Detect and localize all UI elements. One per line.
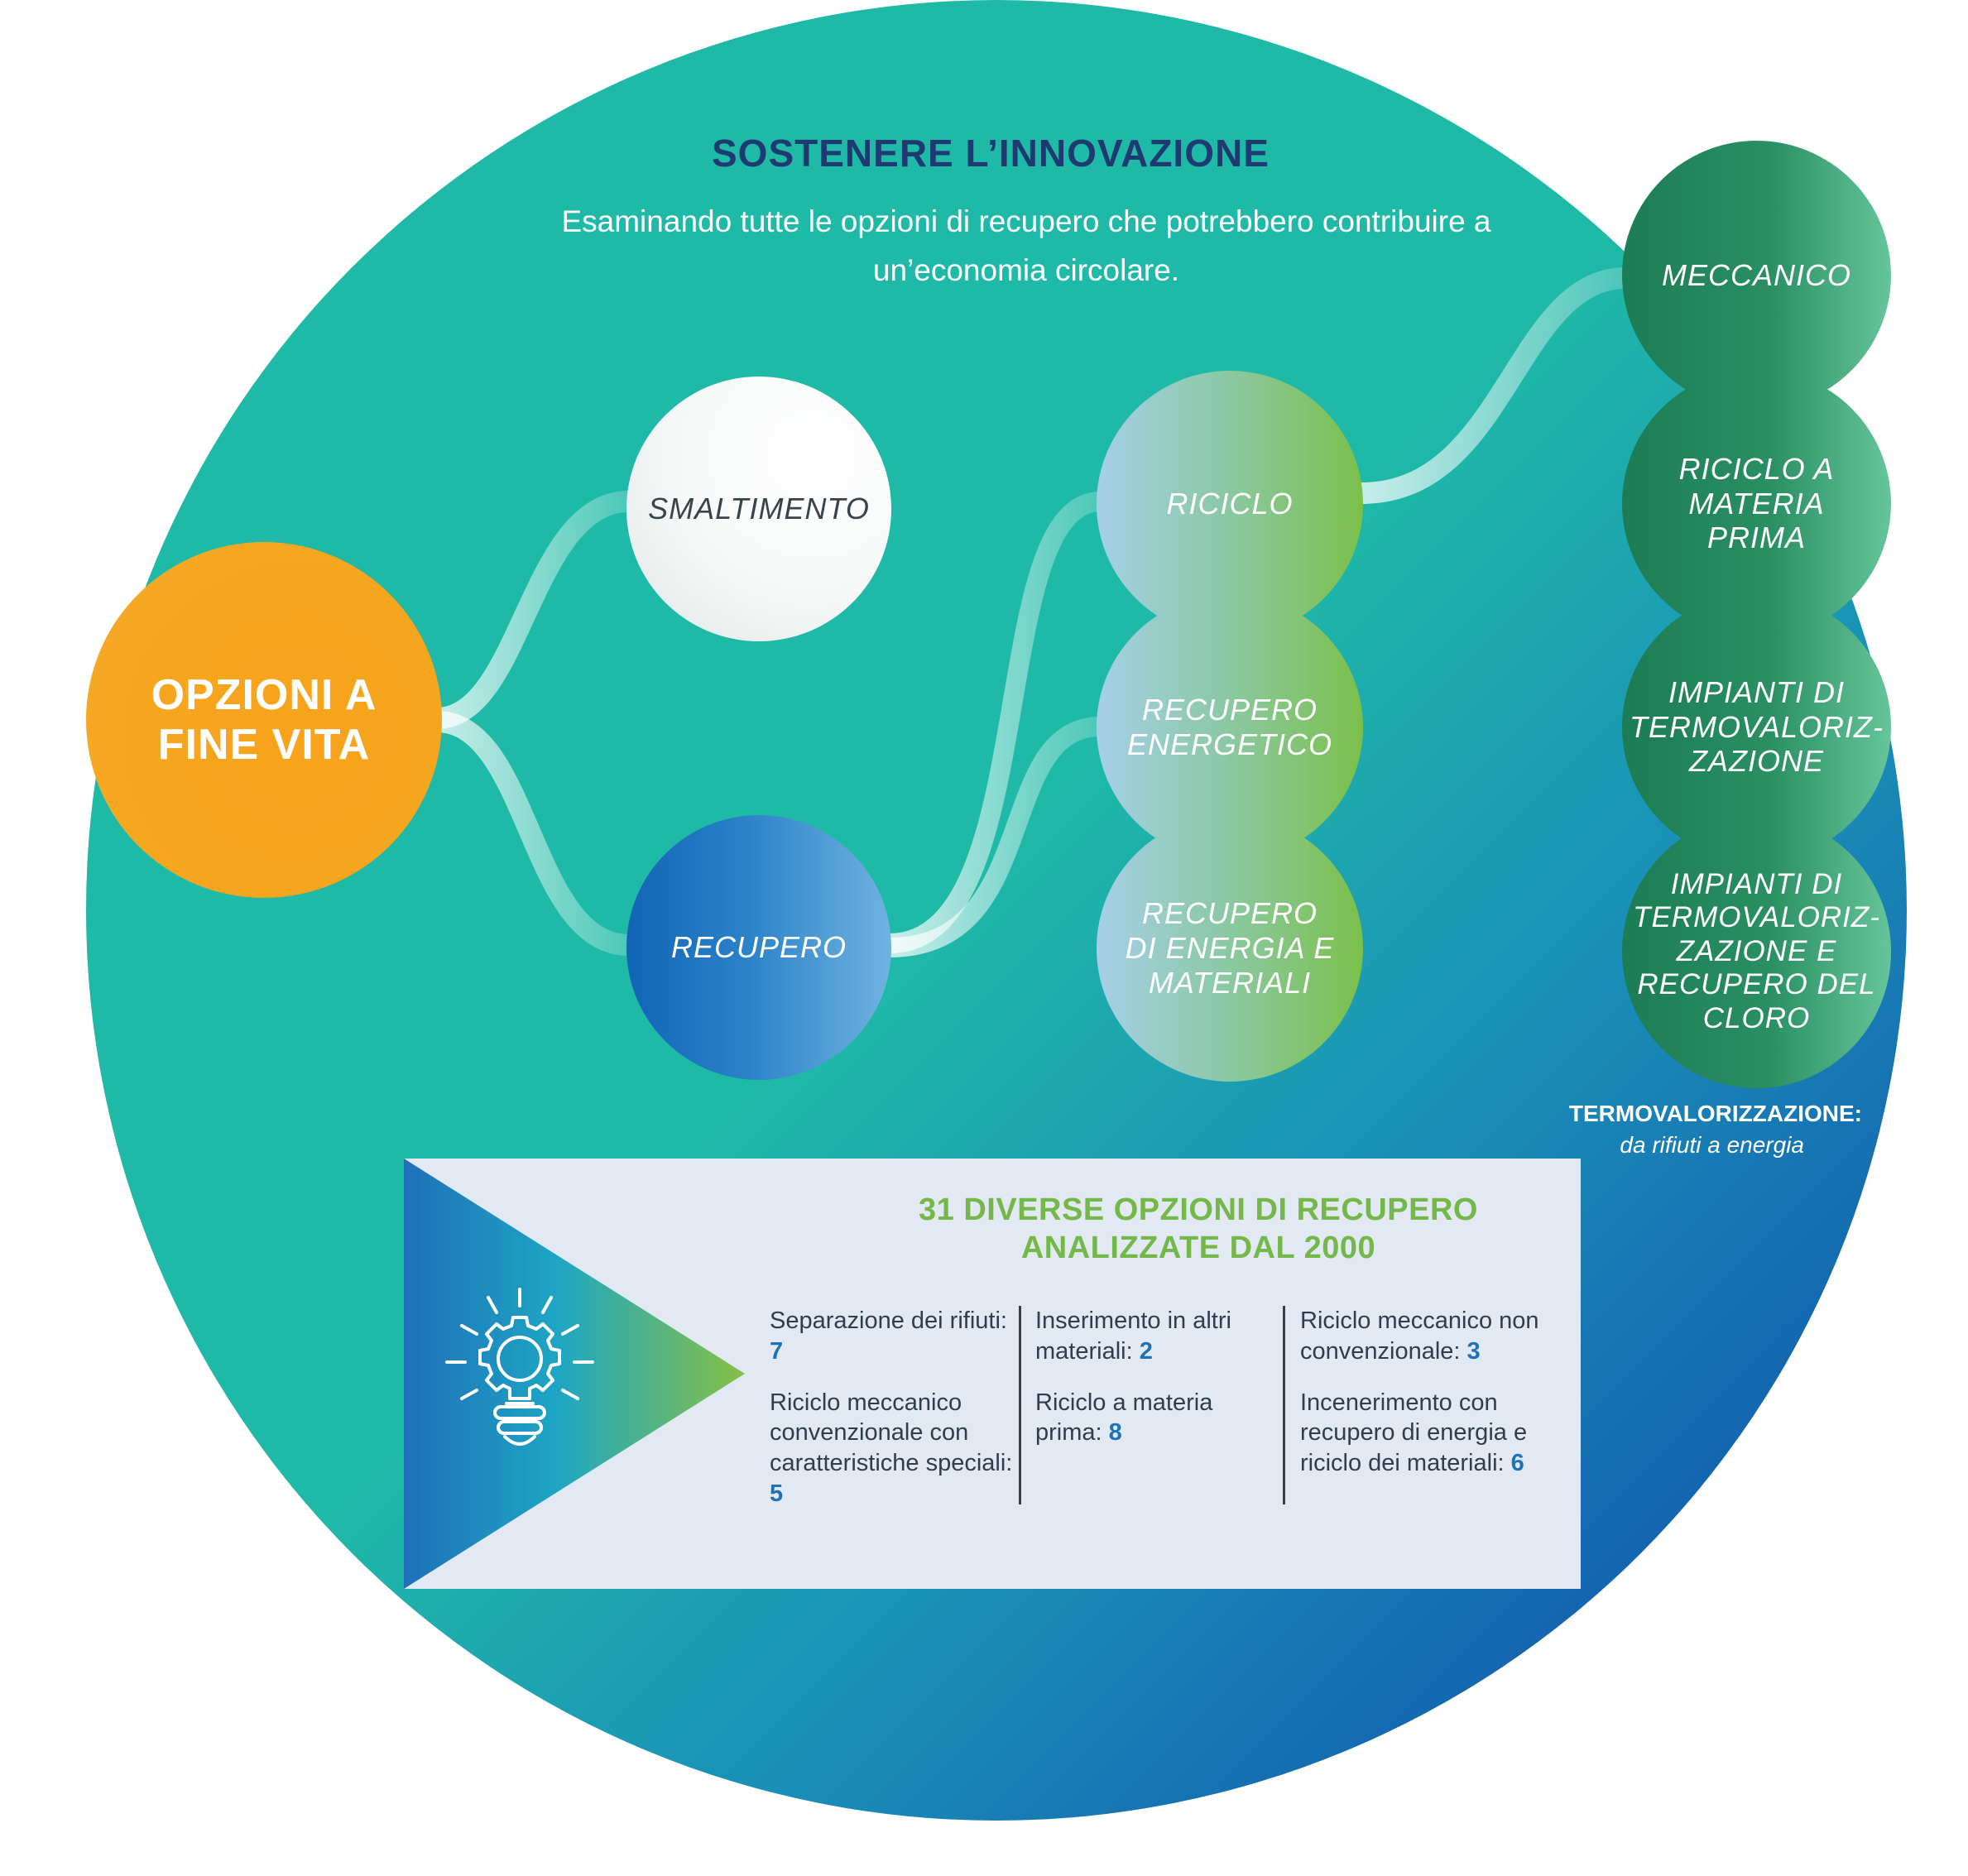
summary-column-1: Separazione dei rifiuti: 7 Riciclo mecca… [770, 1306, 1018, 1530]
node-label: RECUPERO ENERGETICO [1126, 693, 1333, 761]
lightbulb-gear-icon [445, 1288, 594, 1446]
connector-riciclo-meccanico [1351, 267, 1637, 504]
node-riciclo: RICICLO [1097, 371, 1363, 637]
summary-item-label: Riciclo meccanico convenzionale con cara… [770, 1389, 1013, 1477]
summary-item-label: Incenerimento con recupero di energia e … [1300, 1389, 1528, 1477]
node-impianti-termovalorizzazione: IMPIANTI DI TERMOVALORIZ- ZAZIONE [1622, 593, 1891, 861]
summary-title-line1: 31 DIVERSE OPZIONI DI RECUPERO [919, 1192, 1478, 1227]
connector-recupero-energetico [880, 717, 1111, 957]
summary-item-label: Inserimento in altri materiali: [1035, 1307, 1231, 1365]
node-impianti-termovalorizzazione-cloro: IMPIANTI DI TERMOVALORIZ- ZAZIONE E RECU… [1622, 815, 1891, 1088]
node-recupero: RECUPERO [626, 815, 891, 1080]
summary-item: Inserimento in altri materiali: 2 [1035, 1306, 1284, 1367]
node-opzioni-fine-vita: OPZIONI A FINE VITA [86, 542, 442, 898]
termovalorizzazione-title: TERMOVALORIZZAZIONE: [1568, 1101, 1862, 1126]
summary-item-label: Separazione dei rifiuti: [770, 1307, 1007, 1334]
node-label: RICICLO A MATERIA PRIMA [1678, 451, 1835, 555]
node-recupero-energia-materiali: RECUPERO DI ENERGIA E MATERIALI [1097, 815, 1363, 1082]
column-divider [1019, 1306, 1021, 1504]
summary-item-value: 7 [770, 1337, 784, 1365]
summary-item-value: 6 [1510, 1450, 1524, 1477]
summary-column-3: Riciclo meccanico non convenzionale: 3 I… [1300, 1306, 1573, 1499]
column-divider [1283, 1306, 1285, 1504]
summary-item: Riciclo meccanico convenzionale con cara… [770, 1388, 1018, 1509]
summary-item: Separazione dei rifiuti: 7 [770, 1306, 1018, 1367]
connector-opzioni-smaltimento [426, 491, 640, 729]
page-subtitle: Esaminando tutte le opzioni di recupero … [561, 204, 1491, 288]
summary-item-value: 3 [1466, 1337, 1481, 1365]
node-label: IMPIANTI DI TERMOVALORIZ- ZAZIONE E RECU… [1633, 867, 1880, 1034]
termovalorizzazione-subtitle: da rifiuti a energia [1620, 1132, 1804, 1158]
node-meccanico: MECCANICO [1622, 141, 1891, 410]
flow-lines [426, 267, 1637, 961]
summary-title: 31 DIVERSE OPZIONI DI RECUPERO ANALIZZAT… [818, 1192, 1579, 1267]
node-label: RICICLO [1166, 487, 1294, 521]
summary-item: Riciclo meccanico non convenzionale: 3 [1300, 1306, 1573, 1367]
node-label: MECCANICO [1661, 257, 1851, 292]
summary-item: Riciclo a materia prima: 8 [1035, 1388, 1284, 1449]
summary-item-value: 2 [1139, 1337, 1153, 1365]
summary-item: Incenerimento con recupero di energia e … [1300, 1388, 1573, 1479]
connector-recupero-riciclo [880, 492, 1111, 953]
connector-opzioni-recupero [426, 711, 640, 956]
node-label: SMALTIMENTO [648, 492, 870, 526]
summary-item-label: Riciclo a materia prima: [1035, 1389, 1213, 1447]
summary-item-value: 5 [770, 1480, 784, 1508]
node-label: RECUPERO [670, 930, 847, 965]
summary-title-line2: ANALIZZATE DAL 2000 [1020, 1230, 1376, 1265]
summary-column-2: Inserimento in altri materiali: 2 Ricicl… [1035, 1306, 1284, 1469]
summary-box: 31 DIVERSE OPZIONI DI RECUPERO ANALIZZAT… [404, 1159, 1581, 1589]
page-title: SOSTENERE L’INNOVAZIONE [712, 132, 1270, 175]
summary-item-label: Riciclo meccanico non convenzionale: [1300, 1307, 1539, 1365]
node-label: RECUPERO DI ENERGIA E MATERIALI [1125, 896, 1335, 1000]
node-label: OPZIONI A FINE VITA [151, 670, 377, 769]
node-recupero-energetico: RECUPERO ENERGETICO [1097, 594, 1363, 861]
node-smaltimento: SMALTIMENTO [626, 377, 891, 641]
node-label: IMPIANTI DI TERMOVALORIZ- ZAZIONE [1629, 674, 1884, 779]
summary-item-value: 8 [1108, 1419, 1122, 1447]
summary-arrow-shape [404, 1159, 745, 1589]
